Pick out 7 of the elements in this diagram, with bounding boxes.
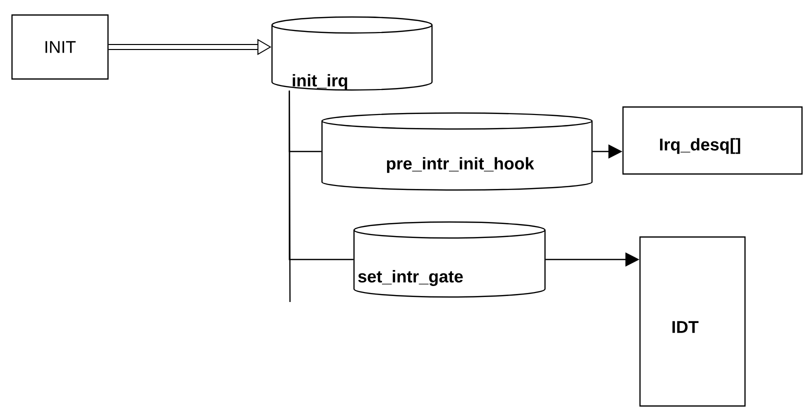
process-box: INIT [11,14,109,80]
node-label: pre_intr_init_hook [386,157,534,173]
node-label: init_irq [292,74,348,90]
process-box: IDT [639,236,746,407]
connector-line [288,90,354,303]
node-label: set_intr_gate [358,270,463,286]
process-box: Irq_desq[] [622,106,803,175]
